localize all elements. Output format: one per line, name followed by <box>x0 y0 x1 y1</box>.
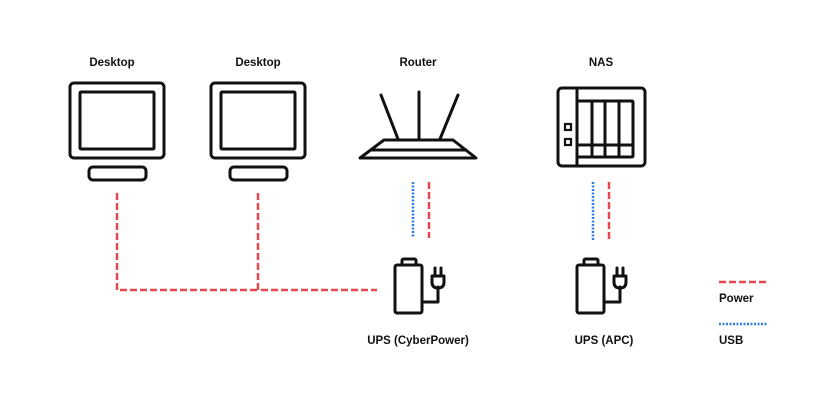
ups-battery-plug-icon <box>575 257 628 315</box>
desktop-icon <box>68 81 166 182</box>
desktop-icon <box>209 81 307 182</box>
ups-battery-plug-icon <box>393 257 446 315</box>
desktop-2-label: Desktop <box>235 57 280 69</box>
desktop-1-label: Desktop <box>89 57 134 69</box>
router-label: Router <box>399 57 437 69</box>
nas-label: NAS <box>589 57 614 69</box>
ups-apc-label: UPS (APC) <box>575 335 634 347</box>
power-line-desktop-1 <box>115 193 258 292</box>
legend: Power USB <box>719 280 767 347</box>
legend-usb-label: USB <box>719 335 743 347</box>
legend-power-label: Power <box>719 293 754 305</box>
router-icon <box>358 90 478 160</box>
ups-cyberpower-label: UPS (CyberPower) <box>367 335 469 347</box>
power-line-desktop-2 <box>256 193 377 292</box>
nas-icon <box>556 86 647 168</box>
